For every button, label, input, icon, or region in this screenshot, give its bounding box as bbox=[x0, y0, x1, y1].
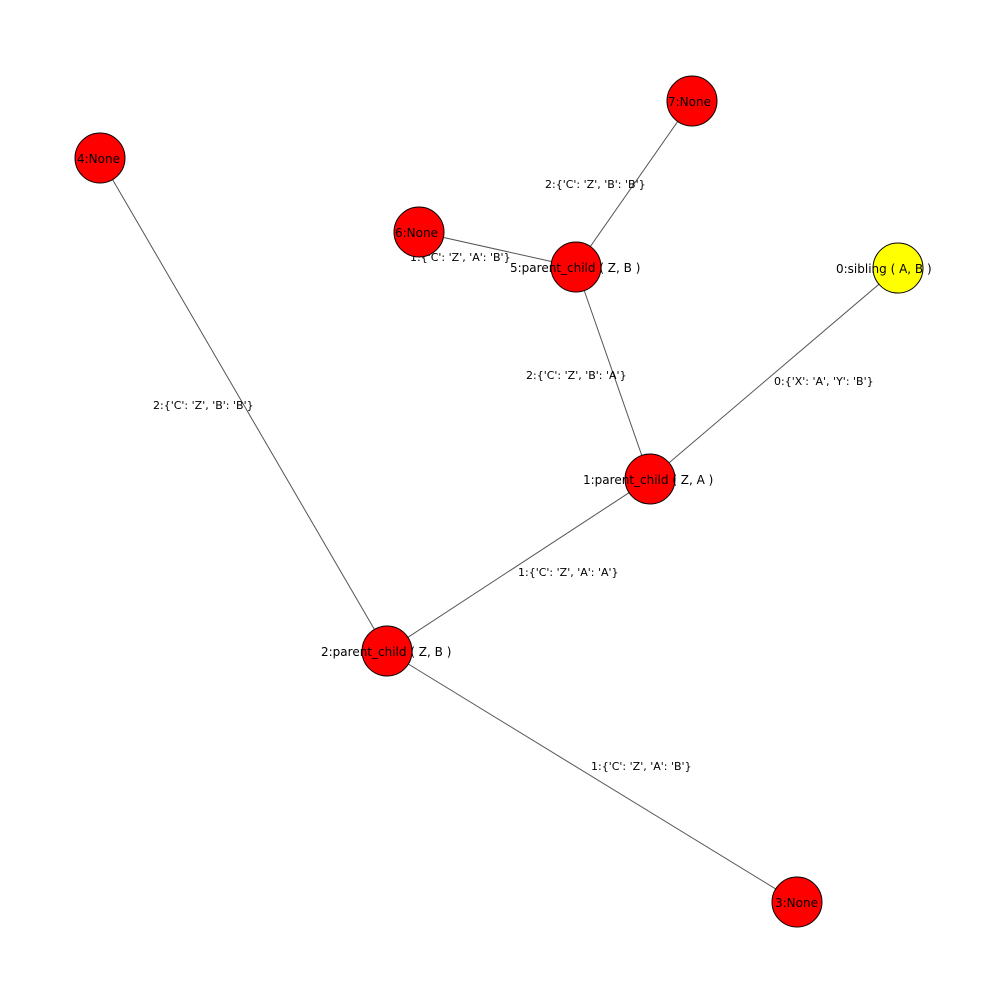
edge-1-5 bbox=[575, 266, 651, 480]
node-1-label: 1:parent_child ( Z, A ) bbox=[583, 473, 713, 487]
node-0-circle[interactable] bbox=[872, 242, 924, 294]
edge-5-7 bbox=[575, 100, 693, 268]
edge-label-2-4: 2:{'C': 'Z', 'B': 'B'} bbox=[153, 399, 254, 412]
node-6-label: 6:None bbox=[395, 226, 438, 240]
node-0-label: 0:sibling ( A, B ) bbox=[836, 262, 932, 276]
node-1[interactable]: 1:parent_child ( Z, A ) bbox=[583, 453, 713, 505]
node-0[interactable]: 0:sibling ( A, B ) bbox=[836, 242, 932, 294]
node-5-label: 5:parent_child ( Z, B ) bbox=[510, 261, 640, 275]
node-3[interactable]: 3:None bbox=[771, 876, 823, 928]
edge-label-5-6: 1:{'C': 'Z', 'A': 'B'} bbox=[410, 251, 511, 264]
node-7[interactable]: 7:None bbox=[666, 75, 718, 127]
node-2-label: 2:parent_child ( Z, B ) bbox=[321, 645, 451, 659]
node-7-label: 7:None bbox=[668, 95, 711, 109]
nodes-layer: 0:sibling ( A, B ) 1:parent_child ( Z, A… bbox=[74, 75, 932, 928]
edges-layer bbox=[99, 100, 899, 903]
node-4-label: 4:None bbox=[77, 152, 120, 166]
node-6[interactable]: 6:None bbox=[393, 206, 445, 258]
edge-2-4 bbox=[99, 157, 388, 652]
edge-label-5-7: 2:{'C': 'Z', 'B': 'B'} bbox=[545, 178, 646, 191]
node-2[interactable]: 2:parent_child ( Z, B ) bbox=[321, 625, 451, 677]
edge-label-2-3: 1:{'C': 'Z', 'A': 'B'} bbox=[591, 760, 692, 773]
edge-0-1 bbox=[649, 267, 899, 480]
edge-1-2 bbox=[386, 478, 651, 652]
edge-5-6 bbox=[418, 231, 577, 268]
edge-2-3 bbox=[386, 650, 798, 903]
node-7-circle[interactable] bbox=[666, 75, 718, 127]
node-2-circle[interactable] bbox=[361, 625, 413, 677]
node-3-circle[interactable] bbox=[771, 876, 823, 928]
node-4-circle[interactable] bbox=[74, 132, 126, 184]
node-3-label: 3:None bbox=[775, 896, 818, 910]
edge-labels-layer: 0:{'X': 'A', 'Y': 'B'} 1:{'C': 'Z', 'A':… bbox=[153, 178, 874, 773]
edge-label-1-5: 2:{'C': 'Z', 'B': 'A'} bbox=[526, 369, 627, 382]
node-1-circle[interactable] bbox=[624, 453, 676, 505]
edge-label-0-1: 0:{'X': 'A', 'Y': 'B'} bbox=[774, 375, 874, 388]
node-5-circle[interactable] bbox=[550, 241, 602, 293]
node-6-circle[interactable] bbox=[393, 206, 445, 258]
node-5[interactable]: 5:parent_child ( Z, B ) bbox=[510, 241, 640, 293]
node-4[interactable]: 4:None bbox=[74, 132, 126, 184]
edge-label-1-2: 1:{'C': 'Z', 'A': 'A'} bbox=[518, 566, 619, 579]
